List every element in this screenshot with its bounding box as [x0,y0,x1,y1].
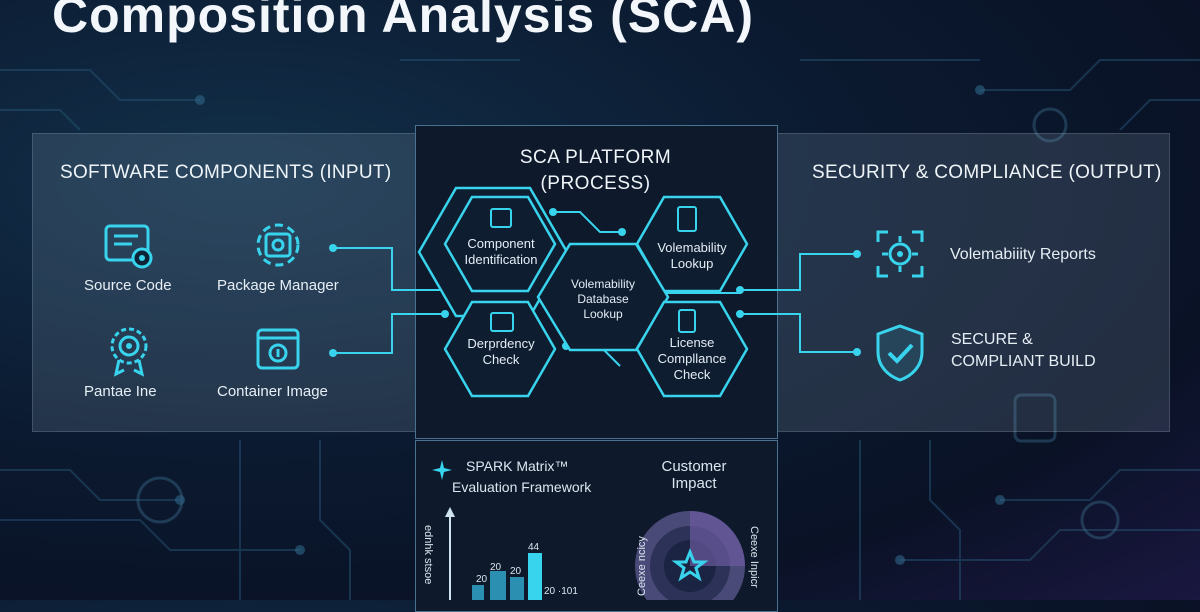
input-heading: SOFTWARE COMPONENTS (INPUT) [60,162,392,183]
spark-bar-chart [445,507,542,600]
impact-title-line2: Impact [671,475,717,492]
bar [510,577,524,600]
spark-axis-label: ednhk stsoe [422,525,434,585]
bar-label: 20 [490,562,502,573]
hex-label-line: Derprdency [467,336,535,351]
target-icon [876,230,924,278]
component-icon [490,208,512,228]
source-code-icon [104,224,153,269]
bar [472,585,484,600]
hex-label-line: Identification [464,252,538,267]
platform-heading-line1: SCA PLATFORM [519,147,672,168]
impact-left-label: Ceexe ncicy [636,536,648,596]
hex-label-line: Database [577,292,629,306]
spark-subtitle: Evaluation Framework [452,479,592,495]
license-icon [678,309,696,333]
output-item-reports: Volemabiiity Reports [950,244,1096,266]
hex-label-line: Component [467,236,535,251]
document-icon [677,206,697,232]
check-window-icon [490,312,514,332]
hex-label-line: Check [673,367,711,382]
container-image-icon [256,328,300,370]
hex-label-database-lookup: Volemability Database Lookup [545,277,661,322]
output-build-line2: COMPLIANT BUILD [951,353,1096,370]
input-item-package-manager: Package Manager [217,277,339,294]
hex-label-line: License [669,335,715,350]
bar-label: 20 [476,574,488,585]
spark-title: SPARK Matrix™ [466,458,569,474]
shield-check-icon [876,324,924,382]
bar-trail-label: 20 ·101 [544,586,578,597]
input-item-source-code: Source Code [84,277,172,294]
hex-label-line: Lookup [583,307,623,321]
impact-title: Customer Impact [656,458,732,492]
bar [528,553,542,600]
hex-component-identification [443,195,557,293]
input-item-container-image: Container Image [217,383,328,400]
hex-database-lookup [536,242,670,352]
output-build-line1: SECURE & [951,331,1033,348]
hex-label-line: Volemability [570,277,636,291]
star-icon [671,547,709,582]
impact-segment [690,511,745,566]
hex-label-component-identification: Component Identification [447,236,555,268]
input-item-pantae-ine: Pantae Ine [84,383,157,400]
output-heading: SECURITY & COMPLIANCE (OUTPUT) [812,162,1162,183]
hex-label-dependency-check: Derprdency Check [447,336,555,368]
impact-title-line1: Customer [661,458,727,475]
hex-license-check [635,300,749,398]
hex-label-line: Compllance [657,351,727,366]
hex-dependency-check [443,300,557,398]
impact-radial-chart [635,511,745,600]
bar [490,571,506,600]
impact-right-label: Ceexe Inpicr [748,526,760,588]
hex-label-line: Lookup [670,256,714,271]
bar-label: 44 [528,542,540,553]
output-reports-label: Volemabiiity Reports [950,246,1096,263]
award-icon [110,327,148,377]
spark-star-icon [432,460,452,480]
package-manager-icon [256,223,300,267]
output-item-build: SECURE & COMPLIANT BUILD [951,329,1096,373]
hex-label-vulnerability-lookup: Volemability Lookup [637,240,747,272]
bar-label: 20 [510,566,522,577]
hex-label-license-check: License Compllance Check [637,335,747,383]
hex-label-line: Check [482,352,520,367]
hex-label-line: Volemability [657,240,727,255]
y-axis-arrow [445,507,455,517]
page-title: Composition Analysis (SCA) [52,0,754,43]
